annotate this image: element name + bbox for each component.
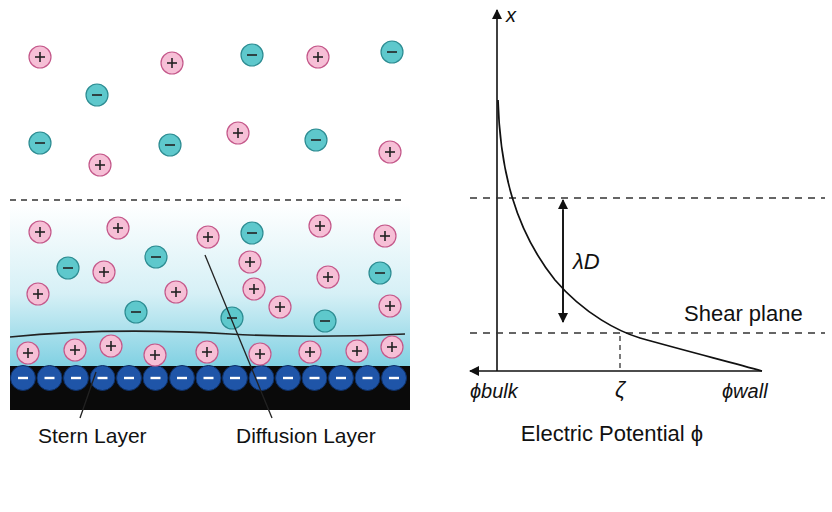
axis-label: λD [573,250,600,274]
axis-label: x [506,4,516,26]
axis-label: Electric Potential ϕ [521,422,703,446]
axis-label: Shear plane [684,302,803,326]
axis-label: Diffusion Layer [236,424,376,447]
axis-label: ϕbulk [470,380,518,402]
axis-label: ζ [615,378,625,402]
axis-label: ϕwall [722,380,768,402]
axis-label: Stern Layer [38,424,147,447]
